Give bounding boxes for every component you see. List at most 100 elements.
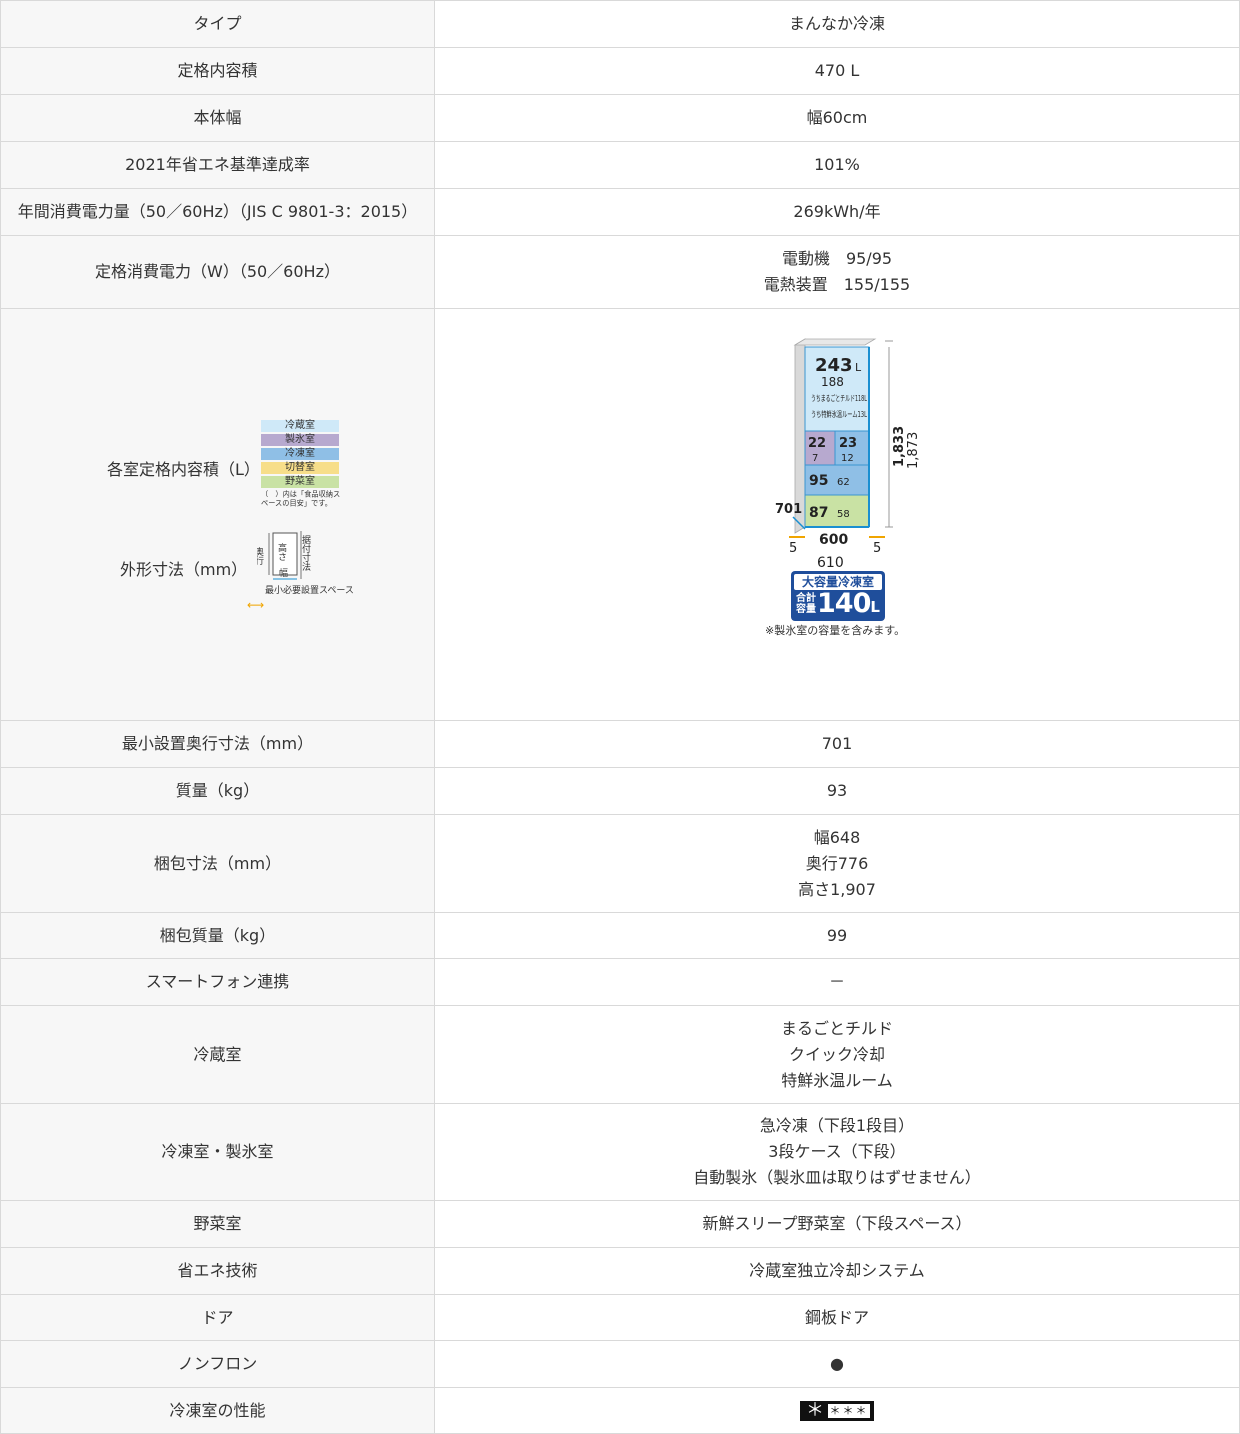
spec-row: 梱包寸法（mm） 幅648 奥行776 高さ1,907 bbox=[0, 814, 1240, 913]
capacity-note: ※製氷室の容量を含みます。 bbox=[765, 624, 906, 637]
spec-row: 冷凍室の性能 ＊ ＊＊＊ bbox=[0, 1387, 1240, 1434]
row-label: 最小設置奥行寸法（mm） bbox=[0, 720, 435, 768]
row-value: － bbox=[434, 958, 1240, 1006]
row-value: ＊ ＊＊＊ bbox=[434, 1387, 1240, 1434]
row-label: 冷蔵室 bbox=[0, 1005, 435, 1104]
mini-depth-label: 奥行 bbox=[257, 546, 264, 566]
value-line: 特鮮氷温ルーム bbox=[781, 1070, 893, 1090]
spec-row: 本体幅 幅60cm bbox=[0, 94, 1240, 142]
fridge-unit: L bbox=[855, 361, 862, 374]
spec-row: 省エネ技術 冷蔵室独立冷却システム bbox=[0, 1247, 1240, 1295]
dimension-guide-icon: 奥行 高さ 幅 据付寸法 bbox=[257, 531, 311, 580]
capacity-badge: 大容量冷凍室 合計容量 140L bbox=[791, 571, 885, 621]
spec-row: ドア 鋼板ドア bbox=[0, 1294, 1240, 1341]
mini-height-label: 高さ bbox=[276, 542, 287, 561]
freezer-rating-mark: ＊ ＊＊＊ bbox=[800, 1401, 874, 1421]
mini-width-label: 幅 bbox=[279, 567, 288, 579]
row-label: 野菜室 bbox=[0, 1200, 435, 1248]
width-value: 600 bbox=[819, 532, 848, 548]
spec-row: 冷凍室・製氷室 急冷凍（下段1段目） 3段ケース（下段） 自動製氷（製氷皿は取り… bbox=[0, 1103, 1240, 1201]
legend-note: （ ）内は「食品収納スペースの目安」です。 bbox=[261, 490, 341, 508]
row-value: 93 bbox=[434, 767, 1240, 815]
row-label: 冷凍室・製氷室 bbox=[0, 1103, 435, 1201]
spec-row: 定格消費電力（W）（50／60Hz） 電動機 95/95 電熱装置 155/15… bbox=[0, 235, 1240, 309]
spec-row: 梱包質量（kg） 99 bbox=[0, 912, 1240, 959]
row-label: 定格消費電力（W）（50／60Hz） bbox=[0, 235, 435, 309]
row-value: 冷蔵室独立冷却システム bbox=[434, 1247, 1240, 1295]
spec-row: 定格内容積 470 L bbox=[0, 47, 1240, 95]
freezer-space: 62 bbox=[837, 477, 850, 488]
row-label: 冷凍室の性能 bbox=[0, 1387, 435, 1434]
veg-space: 58 bbox=[837, 509, 850, 520]
spec-row: タイプ まんなか冷凍 bbox=[0, 0, 1240, 48]
value-line: まるごとチルド bbox=[780, 1018, 893, 1038]
install-width: 610 bbox=[817, 555, 844, 567]
row-label: 定格内容積 bbox=[0, 47, 435, 95]
freezer-value: 95 bbox=[809, 473, 828, 489]
spec-row-diagram: 各室定格内容積（L） 外形寸法（mm） 冷蔵室 製氷室 冷凍室 切替室 野菜室 … bbox=[0, 308, 1240, 721]
row-value: 269kWh/年 bbox=[434, 188, 1240, 236]
spec-row: スマートフォン連携 － bbox=[0, 958, 1240, 1006]
legend-vegetable: 野菜室 bbox=[261, 476, 339, 488]
row-value: まるごとチルド クイック冷却 特鮮氷温ルーム bbox=[434, 1005, 1240, 1104]
badge-unit: L bbox=[870, 598, 880, 616]
gap-right: 5 bbox=[873, 541, 881, 556]
legend-fridge: 冷蔵室 bbox=[261, 420, 339, 432]
freezer-main-star-icon: ＊ bbox=[806, 1400, 824, 1421]
fridge-total: 243 bbox=[815, 355, 853, 376]
spec-row: 冷蔵室 まるごとチルド クイック冷却 特鮮氷温ルーム bbox=[0, 1005, 1240, 1104]
row-value: 新鮮スリープ野菜室（下段スペース） bbox=[434, 1200, 1240, 1248]
row-label: タイプ bbox=[0, 0, 435, 48]
legend-ice: 製氷室 bbox=[261, 434, 339, 446]
ice-space: 7 bbox=[812, 453, 818, 464]
row-value: ● bbox=[434, 1340, 1240, 1388]
double-arrow-icon: ⟷ bbox=[247, 598, 265, 612]
value-line: 急冷凍（下段1段目） bbox=[759, 1116, 915, 1135]
value-line: 奥行776 bbox=[805, 853, 869, 873]
value-line: 自動製氷（製氷皿は取りはずせません） bbox=[693, 1168, 981, 1187]
row-label: 質量（kg） bbox=[0, 767, 435, 815]
freezer-stars-icon: ＊＊＊ bbox=[828, 1404, 870, 1418]
value-line: 3段ケース（下段） bbox=[768, 1142, 906, 1161]
veg-value: 87 bbox=[809, 505, 828, 521]
row-label: 年間消費電力量（50／60Hz）（JIS C 9801-3：2015） bbox=[0, 188, 435, 236]
row-value: 101% bbox=[434, 141, 1240, 189]
spec-row: 野菜室 新鮮スリープ野菜室（下段スペース） bbox=[0, 1200, 1240, 1248]
fridge-space: 188 bbox=[821, 375, 844, 389]
badge-title: 大容量冷凍室 bbox=[794, 574, 882, 590]
legend: 冷蔵室 製氷室 冷凍室 切替室 野菜室 （ ）内は「食品収納スペースの目安」です… bbox=[261, 420, 341, 510]
row-value: 幅60cm bbox=[434, 94, 1240, 142]
badge-number: 140 bbox=[817, 588, 871, 619]
legend-freezer: 冷凍室 bbox=[261, 448, 339, 460]
ice-value: 22 bbox=[808, 436, 826, 451]
depth-value: 701 bbox=[775, 502, 802, 517]
spec-row: 最小設置奥行寸法（mm） 701 bbox=[0, 720, 1240, 768]
row-label: 梱包質量（kg） bbox=[0, 912, 435, 959]
dimension-label: 外形寸法（mm） bbox=[120, 560, 248, 579]
row-value: 99 bbox=[434, 912, 1240, 959]
badge-small: 合計容量 bbox=[796, 593, 816, 615]
badge-value: 140L bbox=[817, 588, 880, 622]
fridge-diagram: 243 L 188 うちまるごとチルド118L うち特鮮氷温ルーム13L 22 … bbox=[775, 338, 921, 567]
spec-row: ノンフロン ● bbox=[0, 1340, 1240, 1388]
capacity-label: 各室定格内容積（L） bbox=[107, 460, 260, 479]
value-line: クイック冷却 bbox=[788, 1044, 885, 1064]
mini-install-label: 据付寸法 bbox=[300, 534, 311, 572]
row-label: ドア bbox=[0, 1294, 435, 1341]
switch-value: 23 bbox=[839, 436, 857, 451]
gap-left: 5 bbox=[789, 541, 797, 556]
value-line: 電熱装置 155/155 bbox=[763, 275, 911, 294]
diagram-label-cell: 各室定格内容積（L） 外形寸法（mm） 冷蔵室 製氷室 冷凍室 切替室 野菜室 … bbox=[0, 308, 435, 721]
mini-space-note: 最小必要設置スペース bbox=[265, 586, 354, 596]
value-line: 電動機 95/95 bbox=[781, 249, 893, 268]
row-value: 急冷凍（下段1段目） 3段ケース（下段） 自動製氷（製氷皿は取りはずせません） bbox=[434, 1103, 1240, 1201]
row-label: ノンフロン bbox=[0, 1340, 435, 1388]
row-label: 省エネ技術 bbox=[0, 1247, 435, 1295]
spec-row: 年間消費電力量（50／60Hz）（JIS C 9801-3：2015） 269k… bbox=[0, 188, 1240, 236]
row-label: スマートフォン連携 bbox=[0, 958, 435, 1006]
row-label: 2021年省エネ基準達成率 bbox=[0, 141, 435, 189]
height-value: 1,833 bbox=[892, 426, 907, 467]
value-line: 幅648 bbox=[813, 827, 861, 847]
row-label: 梱包寸法（mm） bbox=[0, 814, 435, 913]
